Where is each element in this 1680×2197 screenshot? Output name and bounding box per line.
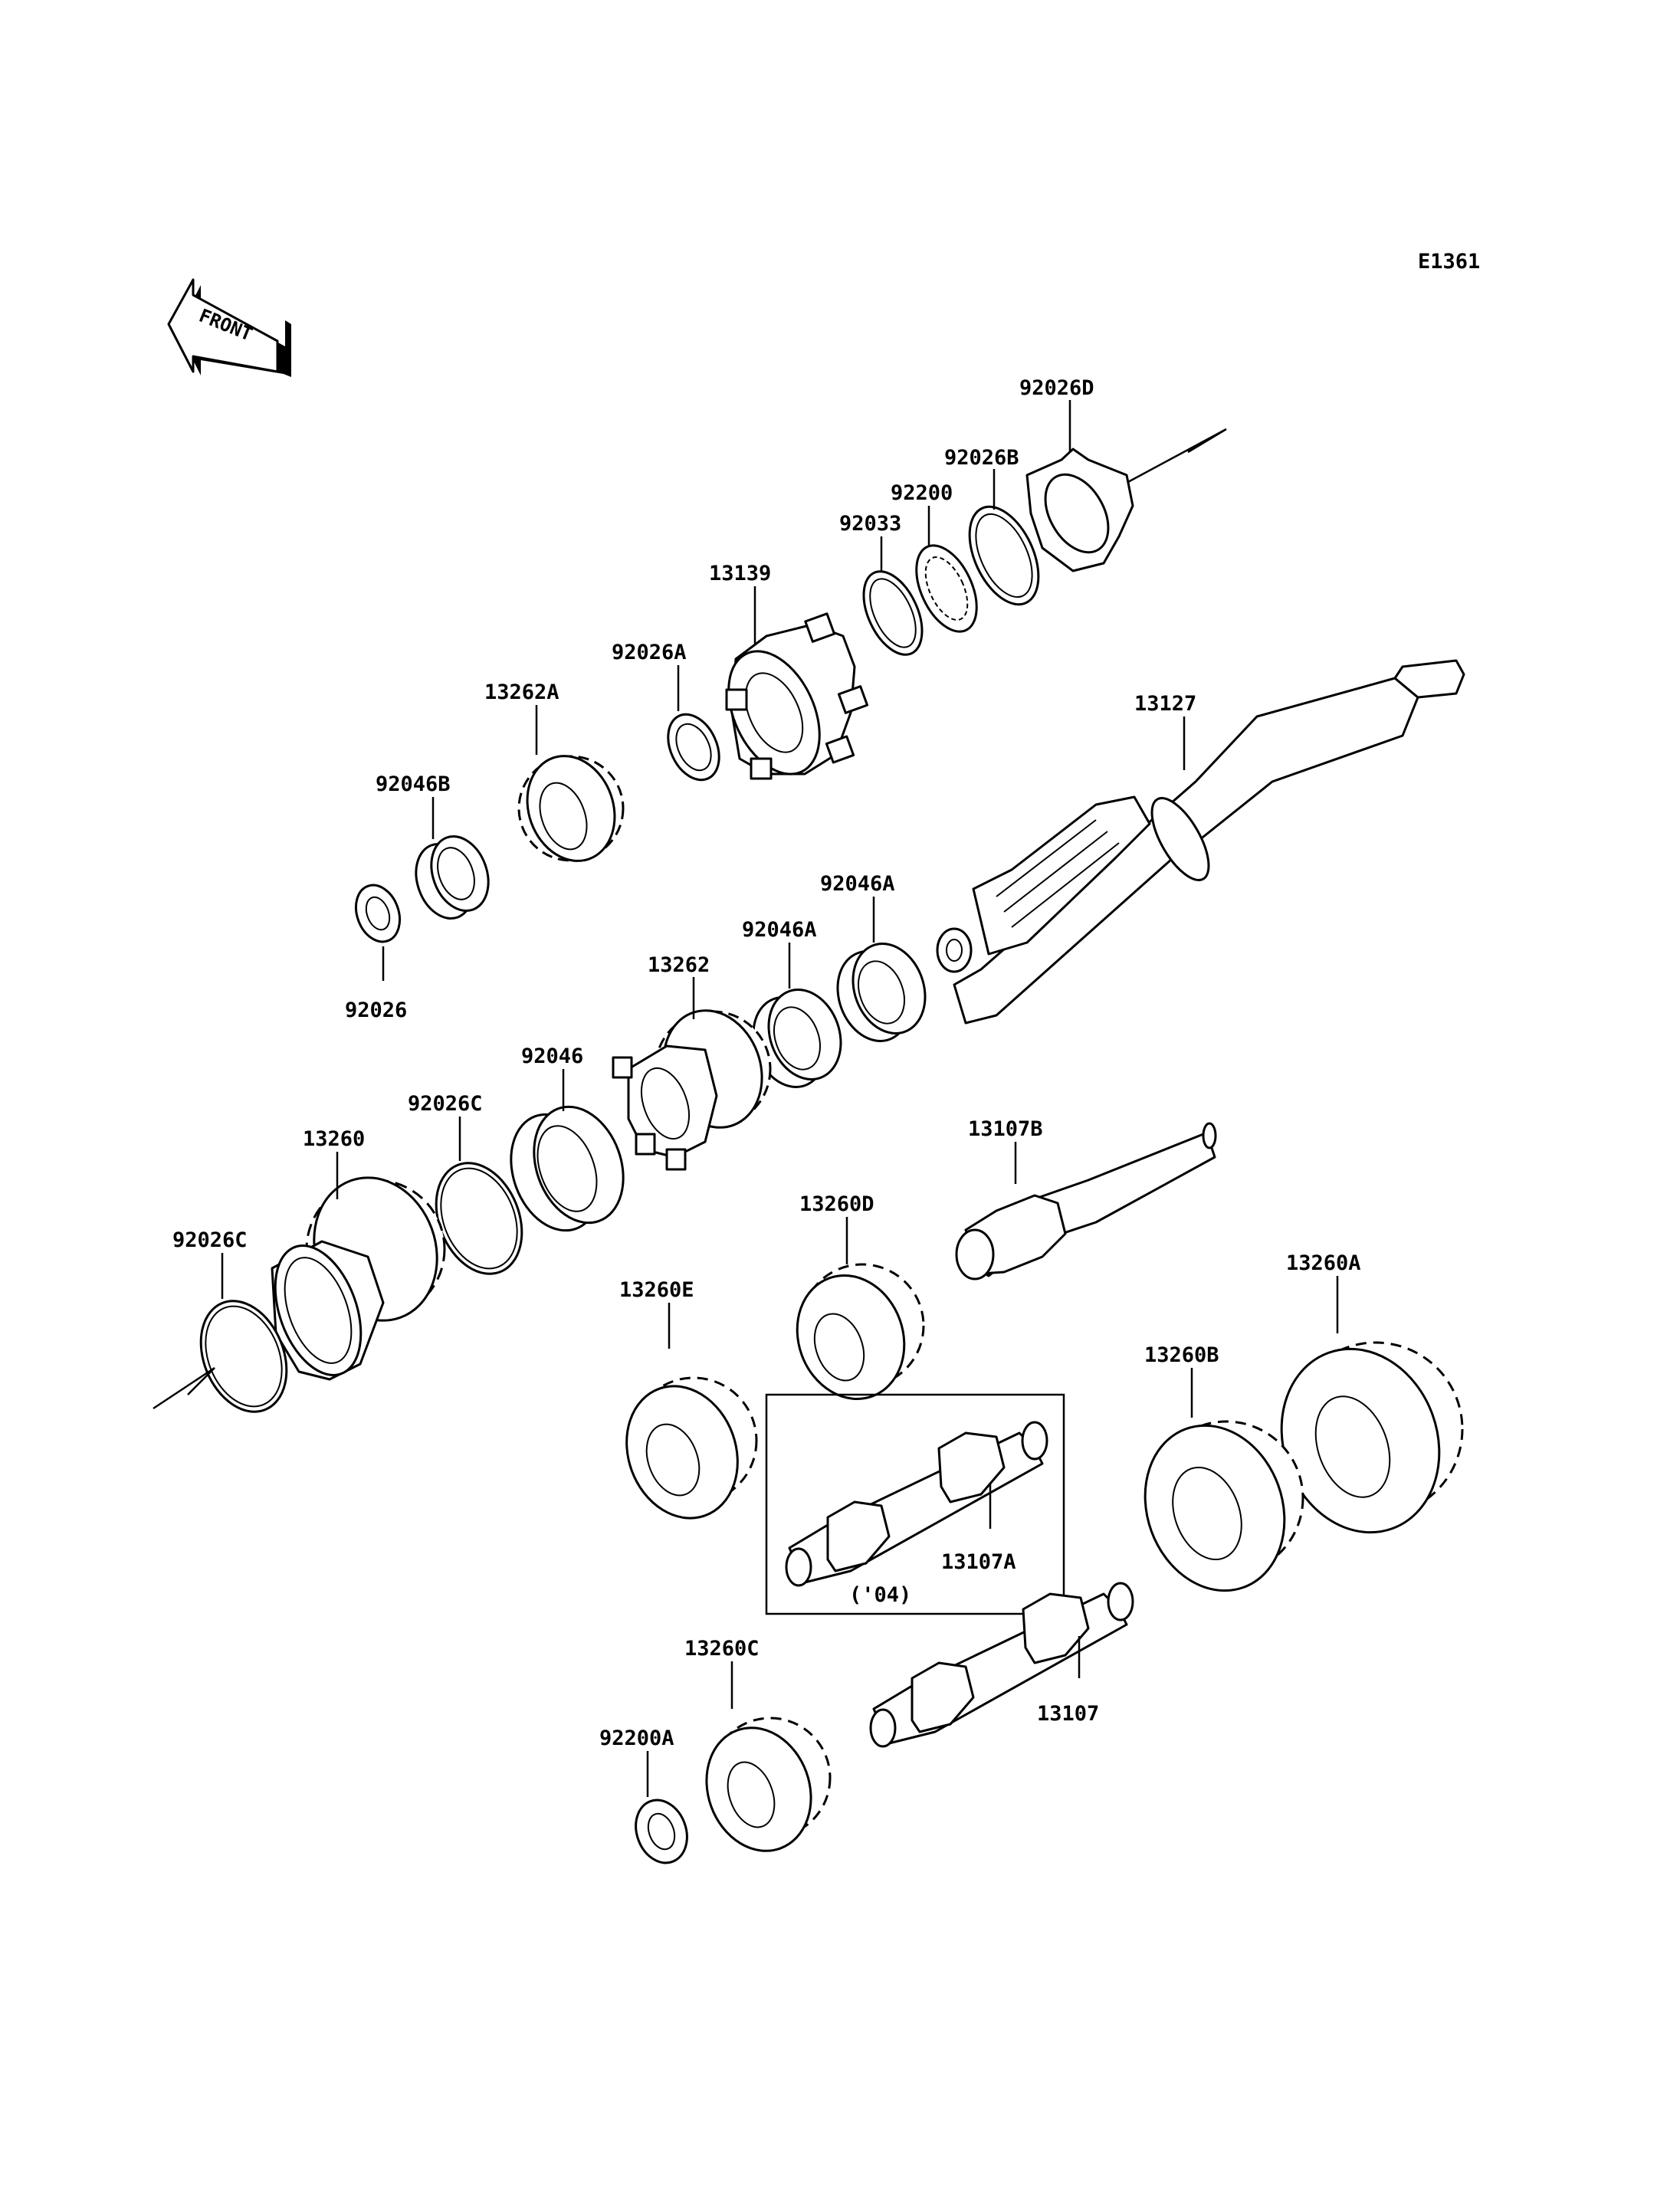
- part-92046A-lower: [752, 989, 842, 1088]
- part-92046A-upper: [836, 943, 927, 1042]
- label-92026B: 92026B: [944, 446, 1019, 470]
- part-13262: [612, 1009, 772, 1171]
- label-92046B: 92046B: [376, 772, 451, 796]
- part-13262A: [517, 755, 625, 862]
- label-13139: 13139: [709, 562, 771, 585]
- label-92033: 92033: [839, 512, 901, 536]
- label-13260C: 13260C: [684, 1637, 760, 1661]
- label-13107B: 13107B: [968, 1117, 1043, 1141]
- label-92200: 92200: [891, 481, 953, 505]
- part-13260B: [1144, 1420, 1304, 1592]
- part-13107B: [955, 1122, 1217, 1280]
- label-92046A-upper: 92046A: [820, 872, 895, 896]
- part-92200A: [635, 1799, 688, 1864]
- diagram-code: E1361: [1418, 250, 1480, 274]
- label-variant-04: ('04): [849, 1583, 911, 1607]
- part-92046B: [415, 835, 490, 920]
- label-13107: 13107: [1037, 1702, 1099, 1726]
- part-92046: [510, 1105, 625, 1232]
- part-92200: [915, 544, 978, 633]
- label-92026C-lower: 92026C: [172, 1228, 248, 1252]
- label-13127: 13127: [1134, 692, 1196, 716]
- label-13260B: 13260B: [1144, 1343, 1219, 1367]
- part-13260D: [796, 1263, 925, 1400]
- part-13260: [271, 1176, 446, 1381]
- label-13262A: 13262A: [484, 680, 559, 704]
- part-92026D: [1025, 448, 1134, 572]
- variant-04-box: ('04): [765, 1393, 1065, 1615]
- label-92026C-upper: 92026C: [408, 1092, 483, 1116]
- label-13262: 13262: [648, 953, 710, 977]
- part-92033: [862, 570, 924, 656]
- part-13260C: [705, 1717, 832, 1852]
- part-92026A: [667, 713, 720, 782]
- part-13127: [936, 659, 1465, 1025]
- front-arrow-icon: FRONT: [167, 278, 291, 377]
- label-92026: 92026: [345, 998, 407, 1022]
- label-92046: 92046: [521, 1044, 583, 1068]
- label-92200A: 92200A: [599, 1726, 674, 1750]
- label-13260D: 13260D: [799, 1192, 874, 1216]
- part-92026: [354, 884, 402, 943]
- label-13260: 13260: [303, 1127, 365, 1151]
- label-13260A: 13260A: [1286, 1251, 1361, 1275]
- part-13260E: [625, 1376, 758, 1520]
- part-13107: [869, 1582, 1134, 1748]
- label-92046A-lower: 92046A: [742, 918, 817, 942]
- part-13139: [725, 612, 869, 780]
- part-92026B: [968, 505, 1040, 606]
- label-92026D: 92026D: [1019, 376, 1094, 400]
- label-13260E: 13260E: [619, 1278, 694, 1302]
- label-92026A: 92026A: [612, 641, 687, 664]
- label-13107A: 13107A: [941, 1550, 1016, 1574]
- part-92026C-lower: [199, 1300, 288, 1413]
